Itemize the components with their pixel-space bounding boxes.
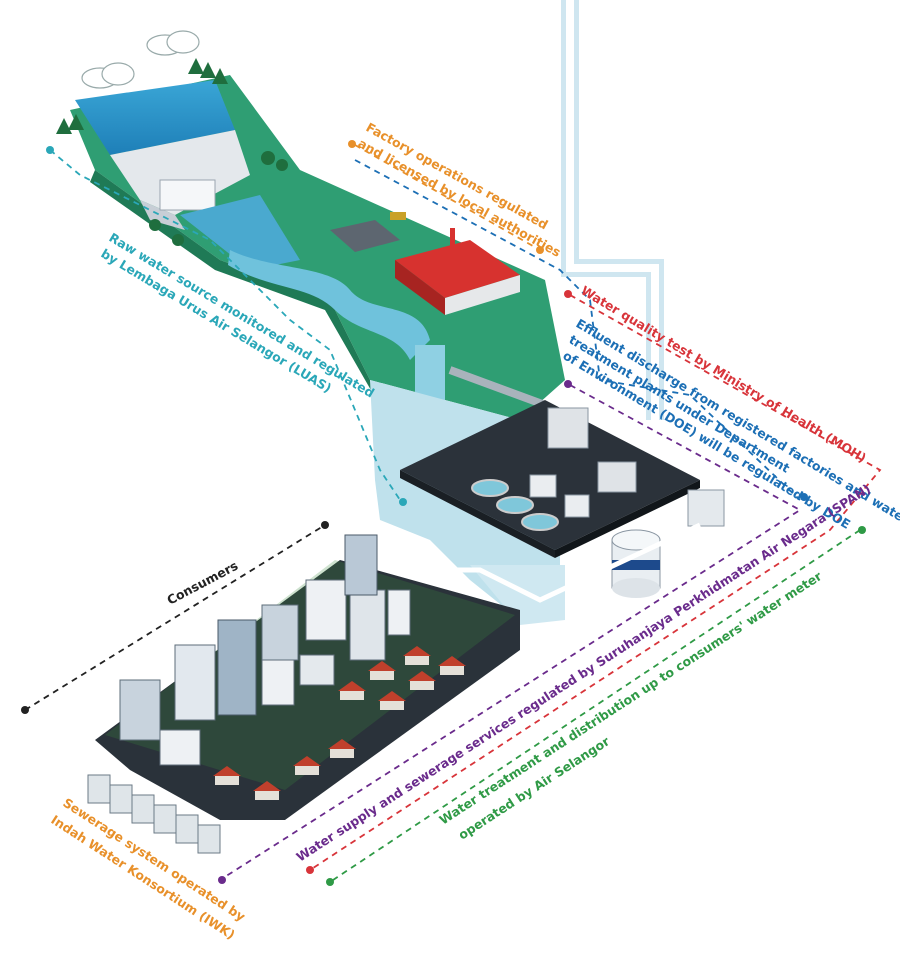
background-pipe: [561, 0, 664, 420]
house-icon: [213, 646, 466, 800]
label-consumers: Consumers: [164, 558, 240, 608]
leader-lines: [24, 144, 882, 883]
sewage-tank-icon: [87, 774, 221, 854]
river: [228, 250, 445, 400]
tree-icon: [56, 58, 288, 246]
treatment-plant-icon: [400, 400, 700, 558]
building-icon: [119, 534, 411, 766]
factory-icon: [330, 212, 520, 315]
dam-icon: [75, 80, 300, 270]
cloud-icon: [81, 30, 200, 89]
distribution-pipe: [455, 522, 702, 603]
marker-dots: [21, 140, 866, 886]
pipe: [448, 366, 547, 409]
